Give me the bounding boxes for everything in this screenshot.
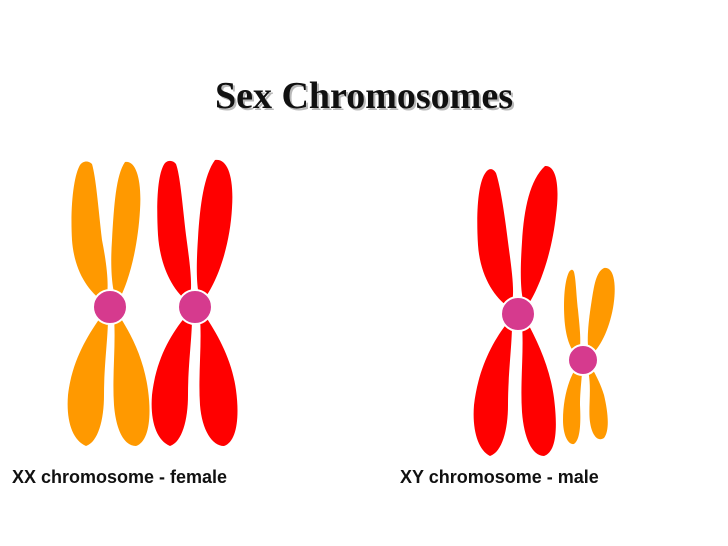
caption-xx-female: XX chromosome - female <box>12 467 228 487</box>
chromatid-arm <box>588 366 608 440</box>
xy-chromosome-pair <box>473 165 615 456</box>
chromatid-arm <box>564 269 581 356</box>
x-chromosome-orange <box>67 161 150 446</box>
chromatid-arm <box>477 169 514 308</box>
chromatid-arm <box>111 161 141 302</box>
chromatid-arm <box>563 368 582 445</box>
slide-title: Sex Chromosomes <box>214 75 513 117</box>
centromere <box>177 289 213 325</box>
chromatid-arm <box>473 322 512 456</box>
chromatid-arm <box>520 165 558 308</box>
centromere <box>92 289 128 325</box>
y-chromosome <box>563 267 615 445</box>
xx-chromosome-pair <box>67 159 238 446</box>
chromatid-arm <box>587 267 615 356</box>
x-chromosome-red <box>151 159 238 446</box>
centromere <box>567 344 599 376</box>
chromatid-arm <box>199 314 238 446</box>
chromatid-arm <box>71 161 108 302</box>
x-chromosome-red <box>473 165 558 456</box>
chromatid-arm <box>157 160 192 302</box>
chromatid-arm <box>113 314 150 446</box>
chromatid-arm <box>521 320 556 456</box>
chromatid-arm <box>196 159 233 302</box>
caption-xy-male: XY chromosome - male <box>400 467 599 487</box>
chromatid-arm <box>151 316 192 446</box>
centromere <box>500 296 536 332</box>
chromatid-arm <box>67 315 108 446</box>
